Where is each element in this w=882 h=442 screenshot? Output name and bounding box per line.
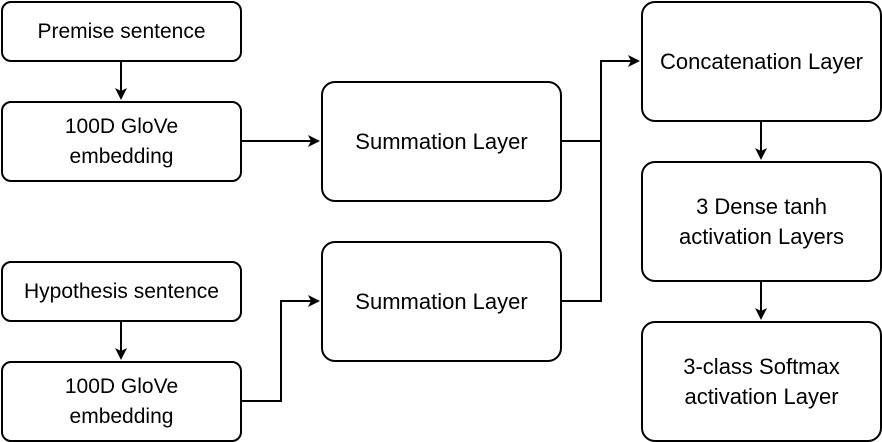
glove-embedding-premise-node: 100D GloVe embedding — [1, 101, 242, 182]
summation-layer-top-node: Summation Layer — [321, 81, 562, 202]
summation-layer-bottom-node: Summation Layer — [321, 241, 562, 362]
hypothesis-sentence-label: Hypothesis sentence — [24, 279, 219, 303]
edge-glove-hypothesis-to-summation — [241, 295, 320, 402]
glove-embedding-premise-label: 100D GloVe embedding — [64, 114, 179, 168]
softmax-layer-label: 3-class Softmax activation Layer — [683, 353, 840, 409]
softmax-layer-node: 3-class Softmax activation Layer — [641, 321, 882, 442]
premise-sentence-node: Premise sentence — [1, 1, 242, 62]
glove-embedding-hypothesis-node: 100D GloVe embedding — [1, 361, 242, 442]
hypothesis-sentence-node: Hypothesis sentence — [1, 261, 242, 322]
summation-layer-bottom-label: Summation Layer — [355, 288, 528, 314]
summation-layer-top-label: Summation Layer — [355, 128, 528, 154]
premise-sentence-label: Premise sentence — [37, 19, 206, 43]
dense-tanh-layers-node: 3 Dense tanh activation Layers — [641, 161, 882, 282]
concatenation-layer-node: Concatenation Layer — [641, 1, 882, 122]
glove-embedding-hypothesis-label: 100D GloVe embedding — [64, 374, 179, 428]
concatenation-layer-label: Concatenation Layer — [659, 49, 864, 74]
dense-tanh-layers-label: 3 Dense tanh activation Layers — [678, 193, 845, 249]
edge-summation-bottom-to-concat — [561, 61, 602, 302]
edge-summation-top-to-concat — [561, 55, 640, 142]
